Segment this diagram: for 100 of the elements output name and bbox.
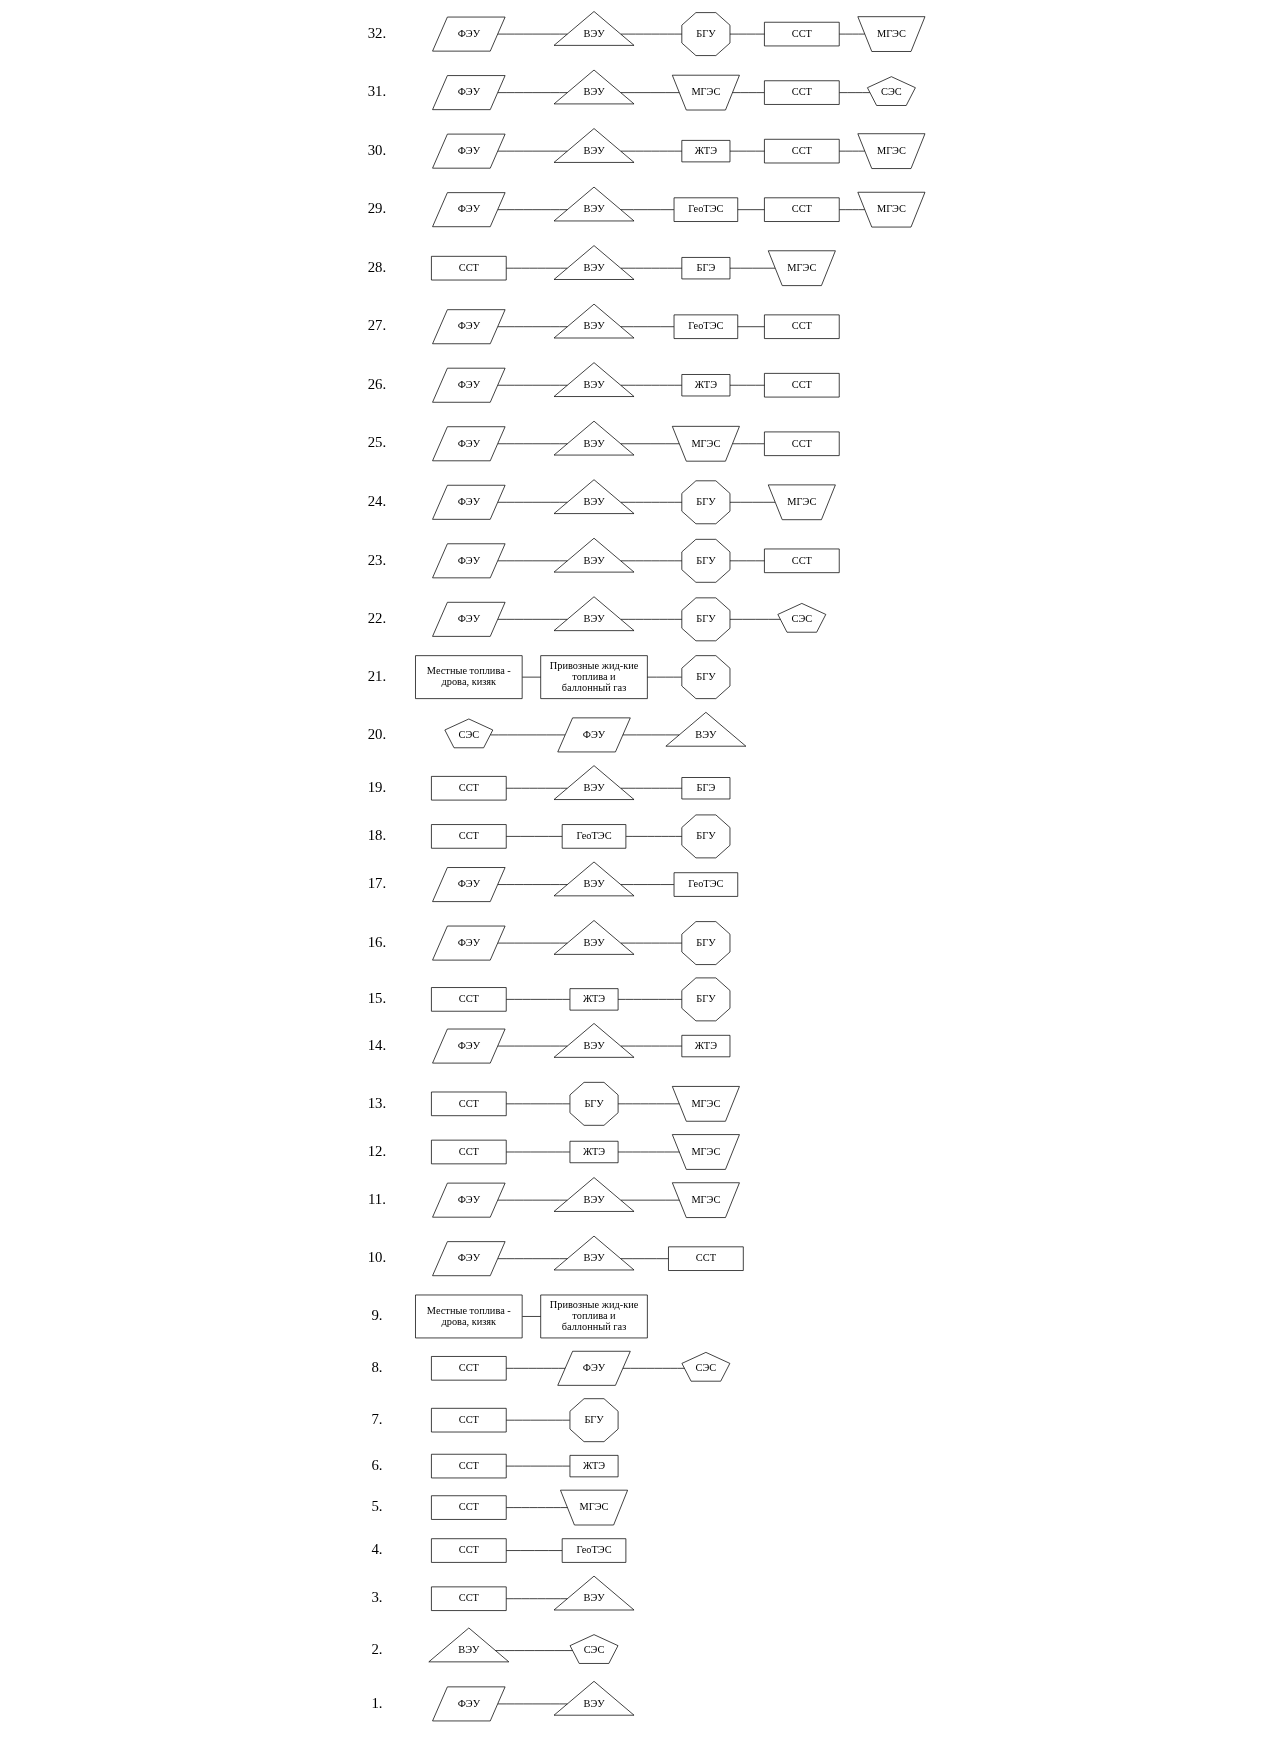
connector [839,33,866,35]
node-box: ЖТЭ [681,1034,731,1058]
connector [620,267,683,269]
connector [620,560,683,562]
connector [497,33,568,35]
label: 31. [367,83,387,100]
connector [737,209,765,211]
connector [506,1419,571,1421]
connector [497,150,568,152]
label: 9. [371,1307,383,1324]
label: 2. [371,1641,383,1658]
node-box: ГеоТЭС [673,197,739,222]
node-box: ССТ [764,548,840,574]
node-box: Привозные жид-кие топлива и баллонный газ [540,1294,648,1339]
connector [506,1465,571,1467]
connector [497,326,568,328]
node-box: ССТ [431,1586,507,1611]
connector [522,1316,541,1317]
node-box: ССТ [431,987,507,1012]
node-box: БГЭ [681,257,731,280]
label: 21. [367,667,387,684]
connector [839,209,866,211]
connector [506,1151,571,1153]
connector [506,836,563,837]
connector [620,209,675,211]
connector [620,501,683,503]
node-box: ССТ [431,1139,507,1165]
connector [620,33,683,35]
connector [732,443,765,445]
label: 23. [367,551,387,568]
connector [620,150,683,152]
connector [522,676,541,678]
connector [490,734,566,736]
connector [497,443,568,445]
node-box: ССТ [431,824,507,849]
connector [620,1258,669,1260]
connector [729,384,765,386]
node-box: ГеоТЭС [561,824,627,849]
node-box: ЖТЭ [569,988,619,1011]
connector [506,1507,568,1508]
label: 14. [367,1036,387,1053]
label: 30. [367,141,387,158]
connector [497,501,568,503]
node-box: ГеоТЭС [561,1538,627,1563]
label: 29. [367,200,387,217]
label: 22. [367,610,387,627]
connector [620,1199,680,1201]
label: 13. [367,1094,387,1111]
connector [729,33,765,35]
connector [497,1258,568,1260]
connector [497,92,568,93]
connector [647,676,682,678]
connector [729,560,765,562]
connector [620,618,683,620]
label: 24. [367,492,387,509]
connector [625,836,683,837]
node-box: ГеоТЭС [673,314,739,339]
label: 5. [371,1498,383,1515]
node-box: ССТ [431,1538,507,1563]
connector [497,884,568,885]
connector [729,150,765,152]
node-box: ССТ [431,255,507,281]
connector [839,150,866,152]
node-box: ССТ [431,776,507,801]
node-box: ЖТЭ [681,140,731,163]
label: 4. [371,1541,383,1558]
connector [732,92,765,93]
node-box: ССТ [431,1356,507,1381]
label: 26. [367,375,387,392]
label: 19. [367,778,387,795]
label: 7. [371,1410,383,1427]
node-box: БГЭ [681,777,731,800]
label: 6. [371,1456,383,1473]
connector [506,1367,566,1369]
node-box: ССТ [764,314,840,339]
label: 27. [367,317,387,334]
node-box: ЖТЭ [569,1140,619,1164]
label: 16. [367,933,387,950]
node-box: ССТ [431,1407,507,1433]
connector [506,1103,571,1105]
label: 15. [367,990,387,1007]
node-box: ЖТЭ [681,374,731,397]
node-box: Местные топлива - дрова, кизяк [415,1294,523,1339]
connector [497,942,568,944]
connector [620,326,675,328]
connector [617,999,683,1000]
connector [506,999,571,1000]
connector [497,1199,568,1201]
connector [497,1045,568,1047]
node-box: ССТ [764,80,840,105]
connector [620,1045,683,1047]
label: 32. [367,24,387,41]
connector [729,501,776,503]
node-box: ССТ [668,1246,744,1271]
node-box: Местные топлива - дрова, кизяк [415,655,523,699]
connector [622,734,680,736]
node-box: ГеоТЭС [673,872,739,897]
label: 1. [371,1694,383,1711]
connector [620,787,683,789]
label: 28. [367,258,387,275]
